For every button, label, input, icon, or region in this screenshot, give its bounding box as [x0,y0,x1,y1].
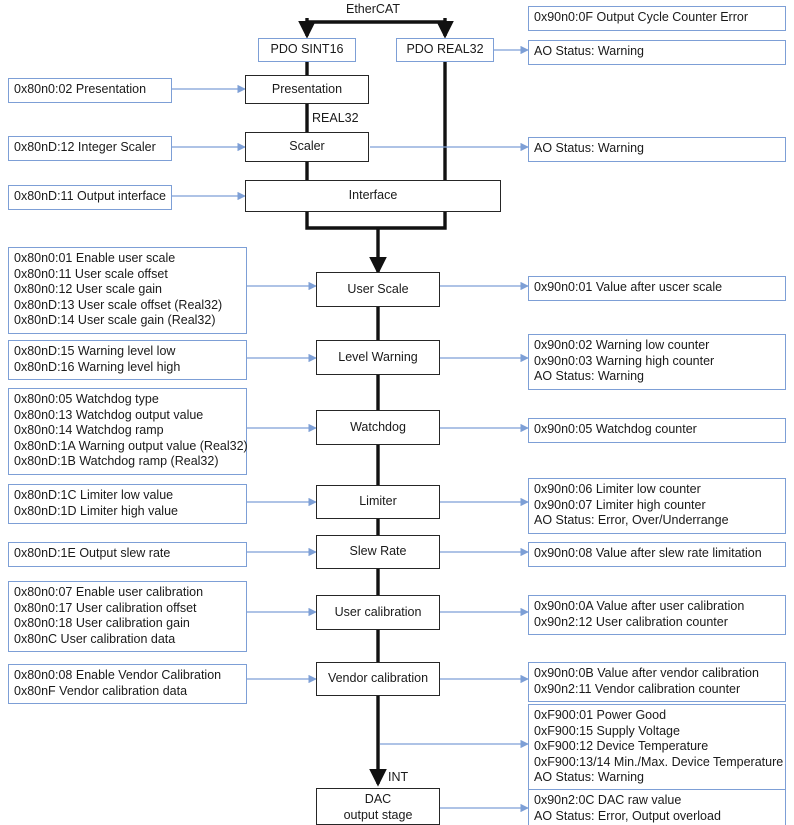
status-device[interactable]: 0xF900:01 Power Good 0xF900:15 Supply Vo… [528,704,786,791]
block-dac-output-stage[interactable]: DAC output stage [316,788,440,825]
real32-label: REAL32 [312,111,359,125]
block-scaler[interactable]: Scaler [245,132,369,162]
status-vendor-calibration[interactable]: 0x90n0:0B Value after vendor calibration… [528,662,786,702]
status-output-cycle-counter-error[interactable]: 0x90n0:0F Output Cycle Counter Error [528,6,786,31]
status-scaler[interactable]: AO Status: Warning [528,137,786,162]
status-dac[interactable]: 0x90n2:0C DAC raw value AO Status: Error… [528,789,786,825]
param-slew-rate[interactable]: 0x80nD:1E Output slew rate [8,542,247,567]
int-label: INT [388,770,409,784]
status-watchdog[interactable]: 0x90n0:05 Watchdog counter [528,418,786,443]
block-vendor-calibration[interactable]: Vendor calibration [316,662,440,696]
block-presentation[interactable]: Presentation [245,75,369,104]
param-output-interface[interactable]: 0x80nD:11 Output interface [8,185,172,210]
block-user-scale[interactable]: User Scale [316,272,440,307]
pdo-real32-box[interactable]: PDO REAL32 [396,38,494,62]
block-limiter[interactable]: Limiter [316,485,440,519]
status-user-scale[interactable]: 0x90n0:01 Value after uscer scale [528,276,786,301]
block-interface[interactable]: Interface [245,180,501,212]
param-limiter[interactable]: 0x80nD:1C Limiter low value 0x80nD:1D Li… [8,484,247,524]
block-watchdog[interactable]: Watchdog [316,410,440,445]
status-slew-rate[interactable]: 0x90n0:08 Value after slew rate limitati… [528,542,786,567]
param-user-scale[interactable]: 0x80n0:01 Enable user scale 0x80n0:11 Us… [8,247,247,334]
block-user-calibration[interactable]: User calibration [316,595,440,630]
param-user-calibration[interactable]: 0x80n0:07 Enable user calibration 0x80n0… [8,581,247,652]
param-vendor-calibration[interactable]: 0x80n0:08 Enable Vendor Calibration 0x80… [8,664,247,704]
param-integer-scaler[interactable]: 0x80nD:12 Integer Scaler [8,136,172,161]
block-level-warning[interactable]: Level Warning [316,340,440,375]
param-watchdog[interactable]: 0x80n0:05 Watchdog type 0x80n0:13 Watchd… [8,388,248,475]
status-limiter[interactable]: 0x90n0:06 Limiter low counter 0x90n0:07 … [528,478,786,534]
pdo-sint16-box[interactable]: PDO SINT16 [258,38,356,62]
param-level-warning[interactable]: 0x80nD:15 Warning level low 0x80nD:16 Wa… [8,340,247,380]
status-level-warning[interactable]: 0x90n0:02 Warning low counter 0x90n0:03 … [528,334,786,390]
block-slew-rate[interactable]: Slew Rate [316,535,440,569]
param-presentation[interactable]: 0x80n0:02 Presentation [8,78,172,103]
status-pdo-real32[interactable]: AO Status: Warning [528,40,786,65]
status-user-calibration[interactable]: 0x90n0:0A Value after user calibration 0… [528,595,786,635]
ethercat-label: EtherCAT [346,2,400,16]
